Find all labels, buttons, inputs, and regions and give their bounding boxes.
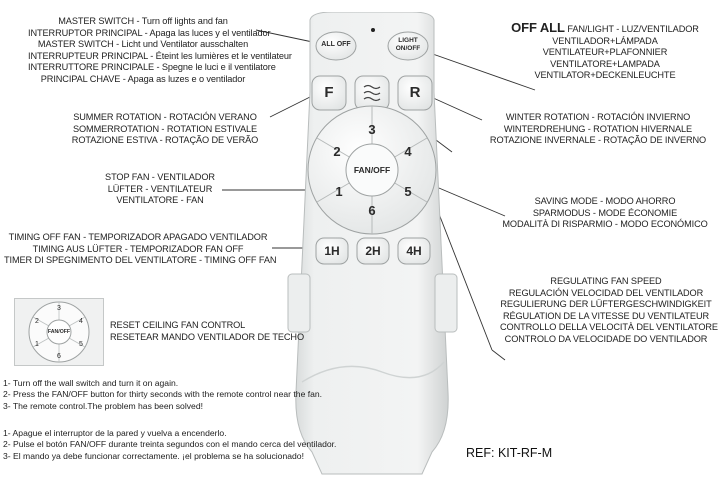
timer-2h-label[interactable]: 2H bbox=[365, 244, 381, 258]
reset-inset bbox=[14, 298, 104, 366]
speed-1-label[interactable]: 1 bbox=[335, 184, 343, 199]
summer-rotation-text: SUMMER ROTATION - ROTACIÓN VERANO SOMMER… bbox=[60, 112, 270, 147]
inset-speed-label: 4 bbox=[79, 318, 83, 325]
master-switch-line: PRINCIPAL CHAVE - Apaga as luzes e o ven… bbox=[40, 73, 246, 84]
regulating-line: RÉGULATION DE LA VITESSE DU VENTILATEUR bbox=[502, 310, 710, 321]
master-switch-text: MASTER SWITCH - Turn off lights and fan … bbox=[28, 16, 292, 86]
note-line: 1- Turn off the wall switch and turn it … bbox=[3, 378, 179, 388]
off-all-title: OFF ALL bbox=[511, 20, 565, 35]
summer-line: SUMMER ROTATION - ROTACIÓN VERANO bbox=[73, 112, 257, 122]
winter-line: WINTERDREHUNG - ROTATION HIVERNALE bbox=[503, 123, 693, 134]
regulating-speed-text: REGULATING FAN SPEED REGULACIÓN VELOCIDA… bbox=[500, 276, 718, 346]
leader-regulating-2 bbox=[491, 349, 506, 361]
saving-line: SAVING MODE - MODO AHORRO bbox=[534, 196, 676, 206]
saving-line: MODALITÀ DI RISPARMIO - MODO ECONÓMICO bbox=[502, 219, 708, 230]
note-line: 1- Apague el interruptor de la pared y v… bbox=[3, 428, 227, 438]
summer-line: SOMMERROTATION - ROTATION ESTIVALE bbox=[72, 123, 258, 134]
note-line: 3- El mando ya debe funcionar correctame… bbox=[3, 450, 304, 461]
r-button-label[interactable]: R bbox=[409, 84, 421, 101]
master-switch-line: INTERRUTTORE PRINCIPALE - Spegne le luci… bbox=[28, 62, 276, 73]
reset-line: RESET CEILING FAN CONTROL bbox=[110, 320, 246, 330]
note-line: 2- Pulse el botón FAN/OFF durante treint… bbox=[3, 439, 337, 450]
master-switch-line: MASTER SWITCH - Licht und Ventilator aus… bbox=[37, 39, 249, 50]
timer-4h-label[interactable]: 4H bbox=[406, 244, 422, 258]
off-all-line: VENTILADOR+LÁMPADA bbox=[552, 35, 658, 46]
timing-line: TIMING OFF FAN - TEMPORIZADOR APAGADO VE… bbox=[8, 232, 268, 242]
notes-spanish: 1- Apague el interruptor de la pared y v… bbox=[3, 428, 336, 462]
timing-line: TIMING AUS LÜFTER - TEMPORIZADOR FAN OFF bbox=[32, 243, 244, 254]
speed-6-label[interactable]: 6 bbox=[368, 203, 376, 218]
stop-fan-line: VENTILATORE - FAN bbox=[116, 195, 204, 206]
reset-text: RESET CEILING FAN CONTROL RESETEAR MANDO… bbox=[110, 320, 304, 343]
off-all-first-rest: FAN/LIGHT - LUZ/VENTILADOR bbox=[564, 24, 699, 34]
speed-2-label[interactable]: 2 bbox=[333, 144, 341, 159]
stop-fan-line: LÜFTER - VENTILATEUR bbox=[107, 183, 213, 194]
off-all-text: OFF ALL FAN/LIGHT - LUZ/VENTILADOR VENTI… bbox=[500, 20, 710, 82]
light-button-label-2[interactable]: ON/OFF bbox=[395, 45, 421, 52]
summer-line: ROTAZIONE ESTIVA - ROTAÇÃO DE VERÃO bbox=[71, 135, 259, 146]
fan-off-button-label[interactable]: FAN/OFF bbox=[353, 165, 391, 175]
speed-3-label[interactable]: 3 bbox=[368, 122, 376, 137]
saving-line: SPARMODUS - MODE ÉCONOMIE bbox=[532, 207, 678, 218]
master-switch-line: MASTER SWITCH - Turn off lights and fan bbox=[58, 16, 228, 26]
regulating-line: CONTROLLO DELLA VELOCITÀ DEL VENTILATORE bbox=[500, 322, 718, 333]
all-off-button-label[interactable]: ALL OFF bbox=[321, 41, 351, 48]
off-all-line: VENTILATORE+LAMPADA bbox=[550, 58, 660, 69]
inset-speed-label: 6 bbox=[57, 353, 61, 360]
stop-fan-line: STOP FAN - VENTILADOR bbox=[105, 172, 215, 182]
inset-speed-label: 2 bbox=[35, 318, 39, 325]
remote-control: ALL OFF LIGHT ON/OFF F R FAN/OFF 1 2 3 4… bbox=[272, 11, 472, 478]
regulating-line: REGULACIÓN VELOCIDAD DEL VENTILADOR bbox=[508, 287, 704, 298]
winter-rotation-text: WINTER ROTATION - ROTACIÓN INVIERNO WINT… bbox=[482, 112, 714, 147]
winter-line: WINTER ROTATION - ROTACIÓN INVIERNO bbox=[505, 112, 691, 122]
f-button-label[interactable]: F bbox=[324, 84, 334, 101]
fan-wind-icon bbox=[363, 84, 381, 102]
timing-line: TIMER DI SPEGNIMENTO DEL VENTILATORE - T… bbox=[4, 255, 277, 266]
winter-line: ROTAZIONE INVERNALE - ROTAÇÃO DE INVERNO bbox=[489, 135, 707, 146]
reset-line: RESETEAR MANDO VENTILADOR DE TECHO bbox=[110, 331, 304, 342]
regulating-line: REGULATING FAN SPEED bbox=[550, 276, 662, 286]
inset-speed-label: 5 bbox=[79, 341, 83, 348]
notes-english: 1- Turn off the wall switch and turn it … bbox=[3, 378, 322, 412]
inset-speed-label: 3 bbox=[57, 305, 61, 312]
stop-fan-text: STOP FAN - VENTILADOR LÜFTER - VENTILATE… bbox=[100, 172, 220, 207]
note-line: 2- Press the FAN/OFF button for thirty s… bbox=[3, 389, 323, 400]
speed-4-label[interactable]: 4 bbox=[404, 144, 412, 159]
timer-1h-label[interactable]: 1H bbox=[324, 244, 340, 258]
light-button-label-1[interactable]: LIGHT bbox=[398, 37, 418, 44]
inset-fan-off-label: FAN/OFF bbox=[47, 329, 71, 335]
master-switch-line: INTERRUPTOR PRINCIPAL - Apaga las luces … bbox=[28, 27, 271, 38]
timing-off-text: TIMING OFF FAN - TEMPORIZADOR APAGADO VE… bbox=[4, 232, 277, 267]
off-all-line: VENTILATEUR+PLAFONNIER bbox=[542, 47, 668, 58]
note-line: 3- The remote control.The problem has be… bbox=[3, 400, 203, 411]
reference-code: REF: KIT-RF-M bbox=[466, 446, 553, 460]
off-all-first-line: OFF ALL FAN/LIGHT - LUZ/VENTILADOR bbox=[500, 20, 710, 36]
remote-body bbox=[287, 11, 458, 475]
regulating-line: REGULIERUNG DER LÜFTERGESCHWINDIGKEIT bbox=[500, 299, 712, 310]
master-switch-line: INTERRUPTEUR PRINCIPAL - Éteint les lumi… bbox=[28, 50, 292, 61]
inset-speed-label: 1 bbox=[35, 341, 39, 348]
off-all-line: VENTILATOR+DECKENLEUCHTE bbox=[534, 70, 676, 81]
saving-mode-text: SAVING MODE - MODO AHORRO SPARMODUS - MO… bbox=[500, 196, 710, 231]
speed-5-label[interactable]: 5 bbox=[404, 184, 412, 199]
regulating-line: CONTROLO DA VELOCIDADE DO VENTILADOR bbox=[504, 333, 708, 344]
